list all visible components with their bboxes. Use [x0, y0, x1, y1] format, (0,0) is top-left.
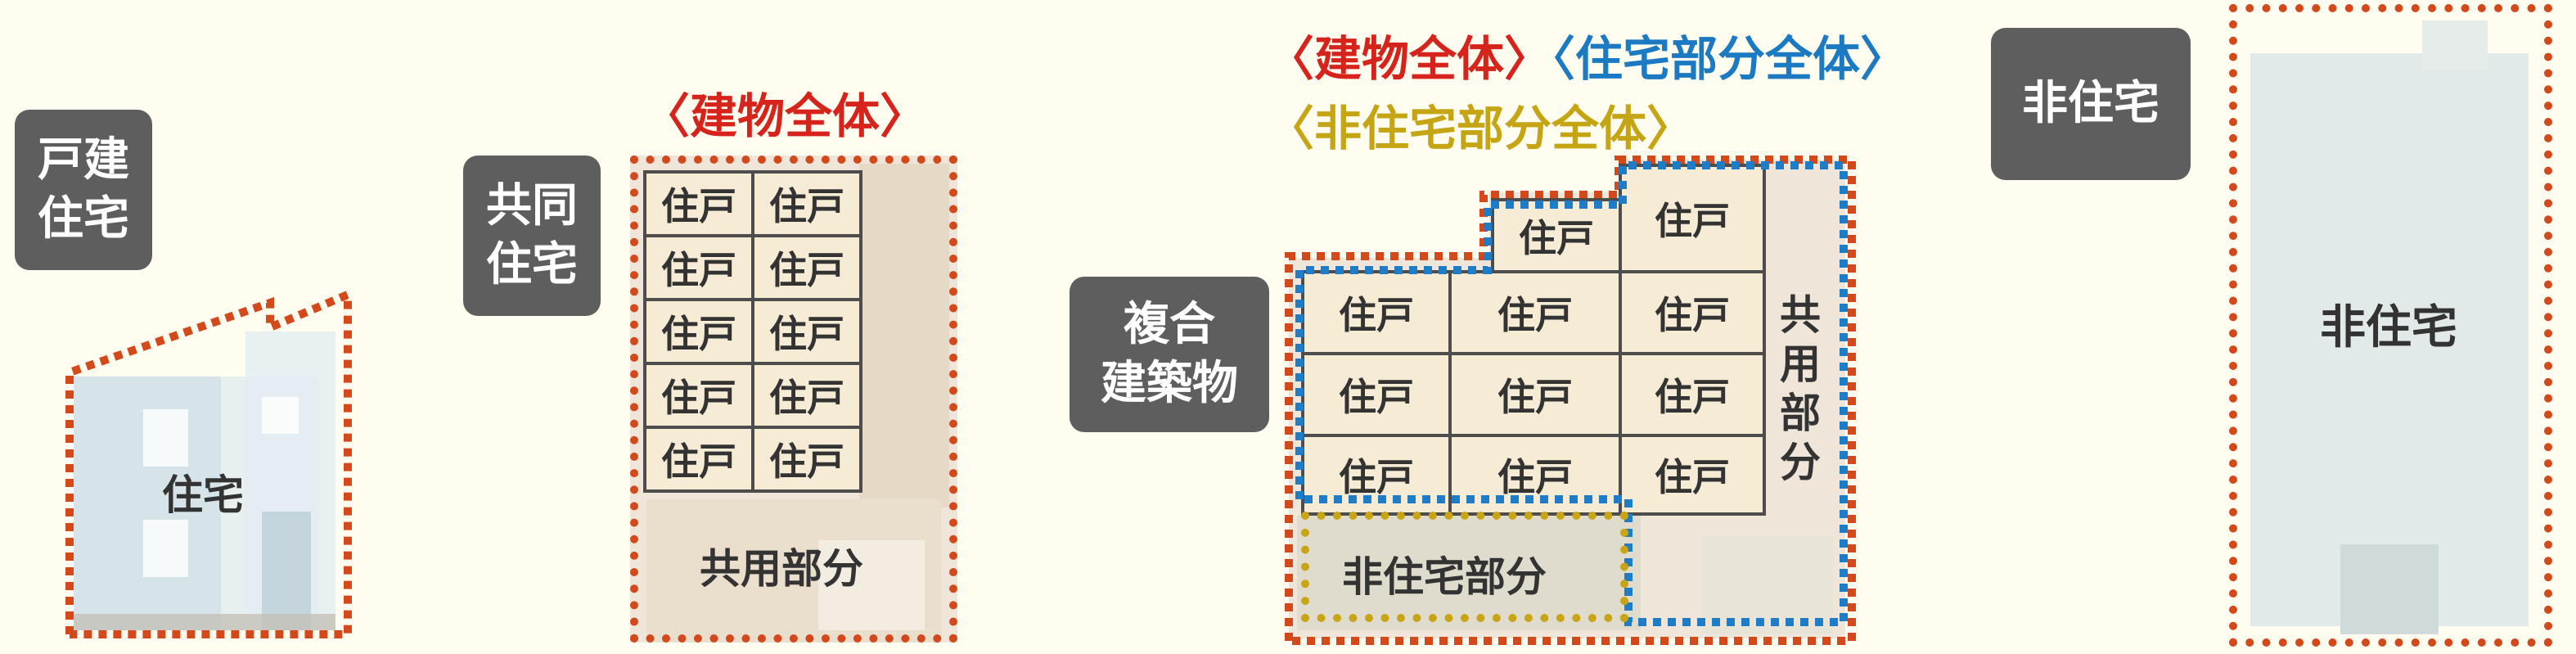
- apartment-badge: 共同 住宅: [463, 156, 601, 316]
- nonresidential-badge: 非住宅: [1991, 28, 2191, 180]
- house-label: 住宅: [162, 471, 244, 519]
- nonresidential-illustration: [2250, 20, 2529, 634]
- mixed-use-badge: 複合 建築物: [1070, 277, 1269, 432]
- mixed-unit: 住戸: [1619, 434, 1766, 516]
- apartment-building-boundary: [630, 156, 957, 643]
- mixed-unit: 住戸: [1491, 198, 1622, 273]
- apartment-unit: 住戸: [751, 234, 862, 301]
- mixed-common-area-label: 共 用 部 分: [1780, 291, 1821, 486]
- mixed-nonresidential-label: 非住宅部分: [1342, 553, 1547, 601]
- apartment-unit: 住戸: [643, 362, 754, 429]
- mixed-unit: 住戸: [1619, 164, 1766, 273]
- mixed-building-outline: [1285, 156, 1856, 645]
- detached-house-illustration: [65, 291, 352, 638]
- mixed-nonresidential-boundary: [1301, 512, 1628, 622]
- mixed-caption-residential: 〈住宅部分全体〉: [1551, 31, 1908, 87]
- detached-house-badge: 戸建 住宅: [15, 110, 152, 270]
- mixed-caption-line1: 〈建物全体〉〈住宅部分全体〉: [1267, 20, 1907, 89]
- apartment-unit: 住戸: [751, 362, 862, 429]
- apartment-caption: 〈建物全体〉: [642, 88, 928, 144]
- mixed-unit: 住戸: [1619, 352, 1766, 437]
- mixed-caption-building: 〈建物全体〉: [1267, 31, 1552, 87]
- mixed-unit: 住戸: [1301, 352, 1452, 437]
- apartment-unit: 住戸: [643, 234, 754, 301]
- apartment-unit: 住戸: [751, 426, 862, 493]
- mixed-unit: 住戸: [1301, 270, 1452, 355]
- mixed-caption-nonresidential: 〈非住宅部分全体〉: [1267, 101, 1695, 156]
- mixed-unit: 住戸: [1448, 434, 1622, 516]
- nonresidential-building-boundary: [2229, 4, 2552, 647]
- apartment-unit: 住戸: [643, 426, 754, 493]
- apartment-unit: 住戸: [751, 170, 862, 237]
- mixed-residential-outline: [1295, 161, 1848, 626]
- nonresidential-building-label: 非住宅: [2320, 301, 2457, 354]
- mixed-unit: 住戸: [1619, 270, 1766, 355]
- apartment-unit: 住戸: [751, 298, 862, 365]
- apartment-unit: 住戸: [643, 170, 754, 237]
- apartment-unit: 住戸: [643, 298, 754, 365]
- apartment-common-area-label: 共用部分: [700, 545, 863, 593]
